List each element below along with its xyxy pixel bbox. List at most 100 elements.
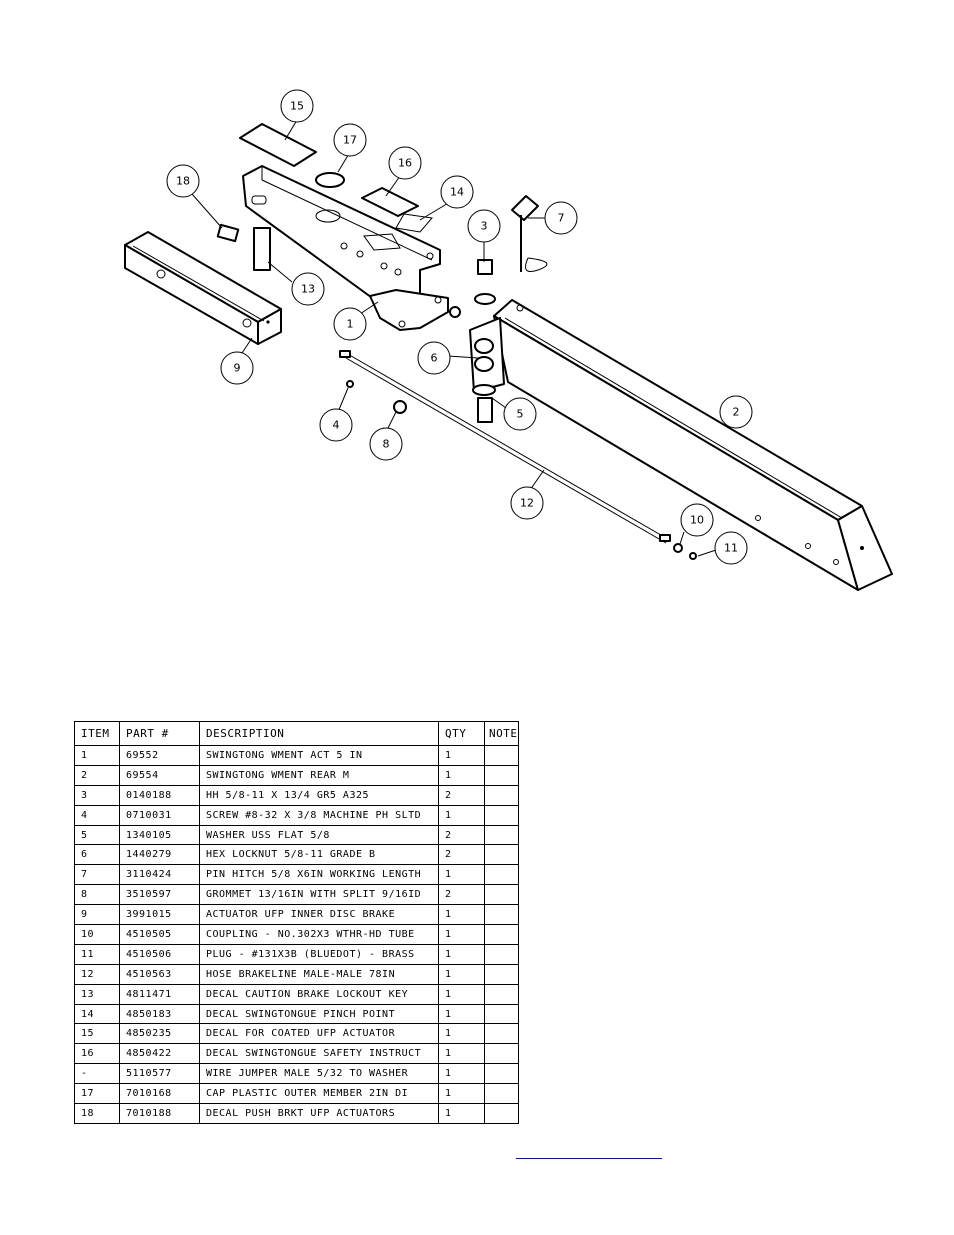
qty-cell: 1 [438,983,485,1005]
balloon-2: 2 [719,395,753,429]
svg-text:2: 2 [733,406,740,419]
part-hitch-pin [511,195,548,272]
description-cell: SWINGTONG WMENT REAR M [199,764,439,786]
qty-cell: 2 [438,884,485,906]
description-cell: SWINGTONG WMENT ACT 5 IN [199,745,439,766]
balloon-13: 13 [291,272,325,306]
part-number-cell: 0710031 [119,804,200,826]
part-number-cell: 7010188 [119,1103,200,1124]
note-cell [484,1063,519,1085]
balloon-17: 17 [333,123,367,157]
balloon-8: 8 [369,427,403,461]
part-number-cell: 4510505 [119,924,200,945]
part-number-cell: 4811471 [119,983,200,1005]
svg-text:3: 3 [481,220,488,233]
balloon-12: 12 [510,486,544,520]
part-number-cell: 5110577 [119,1063,200,1085]
qty-cell: 1 [438,1043,485,1065]
part-number-cell: 3991015 [119,904,200,926]
svg-text:1: 1 [347,318,354,331]
part-number-cell: 4510563 [119,963,200,985]
description-cell: CAP PLASTIC OUTER MEMBER 2IN DI [199,1083,439,1105]
item-cell: 18 [74,1103,120,1124]
note-cell [484,904,519,926]
qty-cell: 2 [438,844,485,866]
part-number-cell: 4850235 [119,1023,200,1045]
item-cell: 16 [74,1043,120,1065]
description-cell: ACTUATOR UFP INNER DISC BRAKE [199,904,439,926]
part-number-cell: 3510597 [119,884,200,906]
part-number-cell: 1440279 [119,844,200,866]
description-cell: GROMMET 13/16IN WITH SPLIT 9/16ID [199,884,439,906]
svg-text:10: 10 [690,514,704,527]
qty-cell: 1 [438,943,485,965]
note-cell [484,1003,519,1025]
footer-link-underline[interactable] [516,1158,662,1159]
svg-text:9: 9 [234,362,241,375]
item-cell: 1 [74,745,120,766]
description-cell: HOSE BRAKELINE MALE-MALE 78IN [199,963,439,985]
part-number-cell: 69552 [119,745,200,766]
part-number-cell: 69554 [119,764,200,786]
svg-text:5: 5 [517,408,524,421]
item-cell: 17 [74,1083,120,1105]
note-cell [484,884,519,906]
svg-text:7: 7 [558,212,565,225]
item-cell: 6 [74,844,120,866]
qty-cell: 1 [438,904,485,926]
balloon-5: 5 [503,397,537,431]
part-number-cell: 4850183 [119,1003,200,1025]
svg-text:17: 17 [343,134,357,147]
description-cell: PIN HITCH 5/8 X6IN WORKING LENGTH [199,864,439,886]
description-cell: PLUG - #131X3B (BLUEDOT) - BRASS [199,943,439,965]
part-swingtongue-weldment-front [242,165,449,331]
note-cell [484,1083,519,1105]
description-cell: DECAL CAUTION BRAKE LOCKOUT KEY [199,983,439,1005]
svg-text:11: 11 [724,542,738,555]
header-item: ITEM [74,721,120,746]
note-cell [484,824,519,846]
header-qty: QTY [438,721,485,746]
item-cell: 7 [74,864,120,886]
header-note: NOTE [484,721,519,746]
description-cell: DECAL PUSH BRKT UFP ACTUATORS [199,1103,439,1124]
decal-13 [253,227,271,271]
svg-text:13: 13 [301,283,315,296]
note-cell [484,804,519,826]
item-cell: 3 [74,784,120,806]
header-part-number: PART # [119,721,200,746]
exploded-assembly-diagram: 15 17 16 14 18 13 1 3 7 6 5 4 8 12 2 10 … [124,89,893,591]
note-cell [484,943,519,965]
item-cell: 9 [74,904,120,926]
note-cell [484,1103,519,1124]
qty-cell: 2 [438,824,485,846]
svg-text:14: 14 [450,186,464,199]
item-cell: 8 [74,884,120,906]
item-cell: 11 [74,943,120,965]
balloon-11: 11 [714,531,748,565]
qty-cell: 1 [438,804,485,826]
qty-cell: 1 [438,924,485,945]
balloon-15: 15 [280,89,314,123]
item-cell: 5 [74,824,120,846]
item-cell: 4 [74,804,120,826]
balloon-14: 14 [440,175,474,209]
qty-cell: 1 [438,1003,485,1025]
part-actuator-inner-tube [124,231,282,345]
decal-16 [361,187,419,217]
header-description: DESCRIPTION [199,721,439,746]
note-cell [484,844,519,866]
